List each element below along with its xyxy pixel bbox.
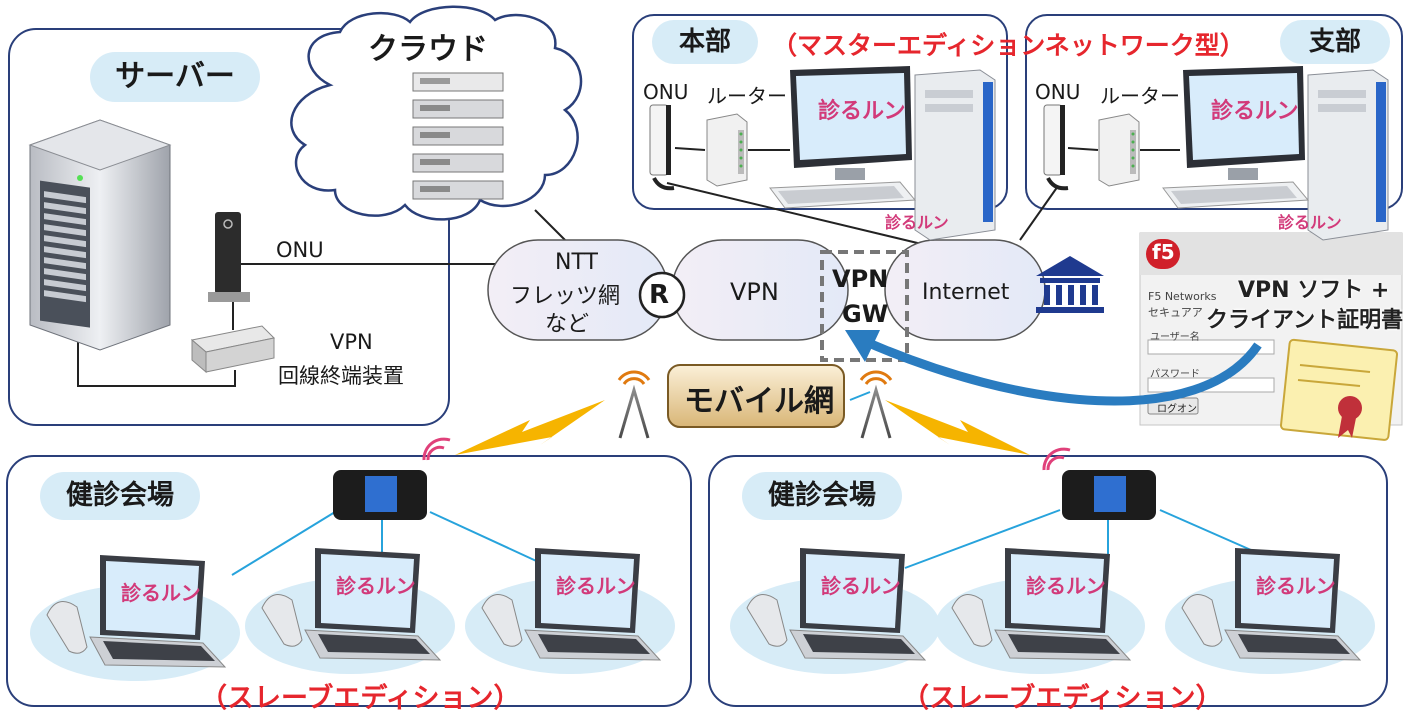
cloud-server-rack-icon	[412, 72, 504, 200]
shibu-onu-icon	[1043, 104, 1069, 191]
shibu-monitor-logo: 診るルン	[1211, 98, 1299, 124]
shibu-label: 支部	[1280, 20, 1390, 64]
laptop-6-icon-logo: 診るルン	[1256, 574, 1336, 598]
laptop-5-icon: 診るルン	[935, 548, 1145, 674]
login-password-label: パスワード	[1150, 369, 1200, 380]
vpn-terminator-label-1: VPN	[330, 330, 373, 354]
login-username-label: ユーザー名	[1150, 332, 1200, 343]
login-subtitle: セキュアア	[1148, 306, 1203, 319]
cloud-label: クラウド	[368, 32, 488, 67]
router-symbol-text: R	[649, 280, 670, 310]
pocket-wifi-right-icon	[1042, 447, 1156, 520]
mobile-network-label: モバイル網	[684, 384, 834, 419]
server-label: サーバー	[90, 52, 260, 102]
venue-right-label: 健診会場	[742, 472, 902, 520]
laptop-4-icon: 診るルン	[730, 548, 940, 674]
tower-server-icon	[28, 119, 172, 351]
edition-label: （マスターエディションネットワーク型）	[772, 31, 1245, 60]
honbu-sticker-logo: 診るルン	[885, 213, 949, 232]
laptop-3-icon: 診るルン	[465, 548, 675, 674]
vpn-arrow-head	[845, 330, 880, 362]
honbu-router-icon	[706, 113, 748, 187]
venue-right-caption: （スレーブエディション）	[902, 683, 1223, 714]
pocket-wifi-left-icon	[333, 437, 451, 520]
internet-label: Internet	[922, 280, 1010, 305]
honbu-monitor-logo: 診るルン	[818, 98, 906, 124]
ntt-label-3: など	[545, 312, 590, 337]
venue-left-label: 健診会場	[40, 472, 200, 520]
bank-icon	[1036, 256, 1104, 313]
shibu-router-icon	[1098, 113, 1140, 187]
vpn-gw-label-2: GW	[842, 300, 889, 328]
laptop-6-icon: 診るルン	[1165, 548, 1375, 674]
laptop-3-icon-logo: 診るルン	[556, 574, 636, 598]
vpn-gw-label-1: VPN	[832, 265, 889, 293]
vpn-note-line2: クライアント証明書	[1206, 308, 1404, 333]
lightning-left-icon	[455, 400, 605, 455]
radio-tower-left-icon	[617, 370, 651, 439]
laptop-1-icon-logo: 診るルン	[121, 581, 201, 605]
login-company: F5 Networks	[1148, 290, 1217, 303]
vpn-label: VPN	[730, 278, 779, 306]
router-symbol	[638, 271, 686, 319]
vpn-arrow	[860, 335, 1262, 406]
shibu-onu-label: ONU	[1035, 80, 1081, 104]
honbu-label: 本部	[652, 20, 758, 64]
lightning-right-icon	[885, 400, 1030, 455]
laptop-4-icon-logo: 診るルン	[821, 574, 901, 598]
login-button: ログオン	[1157, 404, 1197, 415]
honbu-onu-icon	[649, 104, 675, 191]
radio-tower-right-icon	[859, 370, 893, 439]
honbu-onu-label: ONU	[643, 80, 689, 104]
mobile-network-box	[667, 364, 845, 428]
server-onu-label: ONU	[276, 238, 324, 262]
honbu-router-label: ルーター	[707, 84, 787, 108]
shibu-router-label: ルーター	[1100, 84, 1180, 108]
shibu-sticker-logo: 診るルン	[1278, 213, 1342, 232]
venue-left-caption: （スレーブエディション）	[200, 683, 521, 714]
connection-lines	[77, 147, 1180, 387]
certificate-icon	[1279, 338, 1399, 441]
onu-device-icon	[208, 212, 250, 302]
laptop-5-icon-logo: 診るルン	[1026, 574, 1106, 598]
vpn-terminator-label-2: 回線終端装置	[278, 364, 404, 388]
laptop-2-icon: 診るルン	[245, 548, 455, 674]
ntt-label-2: フレッツ網	[510, 284, 621, 309]
laptop-1-icon: 診るルン	[30, 555, 240, 681]
login-logo: f5	[1152, 240, 1175, 264]
vpn-note-line1: VPN ソフト +	[1238, 278, 1390, 303]
vpn-terminator-icon	[190, 325, 276, 374]
laptop-2-icon-logo: 診るルン	[336, 574, 416, 598]
ntt-label-1: NTT	[555, 250, 598, 275]
